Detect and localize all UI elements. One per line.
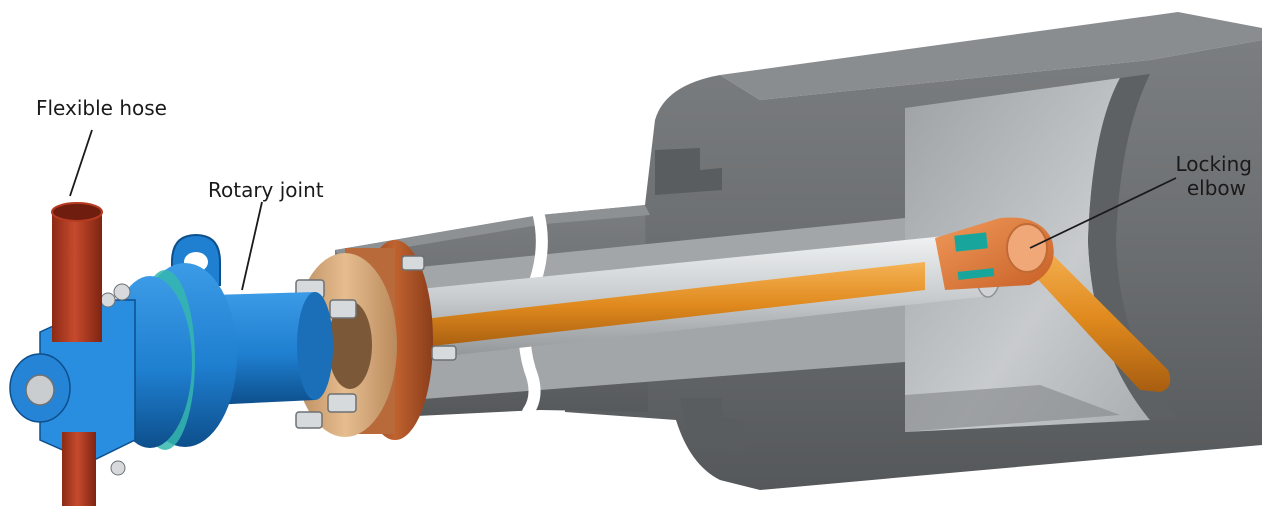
- flexible-hose: [51, 202, 103, 506]
- bolt: [431, 345, 457, 361]
- label-rotary-joint: Rotary joint: [208, 178, 324, 202]
- rotary-joint: [9, 233, 333, 476]
- elbow-seal-top: [954, 232, 988, 252]
- leader-rotary-joint: [241, 201, 263, 291]
- elbow-leg: [1018, 244, 1171, 392]
- rotary-joint-barrel: [210, 292, 324, 405]
- bolt: [295, 411, 323, 429]
- shell-step-lower: [680, 398, 745, 450]
- bolt: [113, 283, 131, 301]
- label-locking-elbow-line1: Locking: [1175, 152, 1252, 176]
- hose-upper-opening: [51, 202, 103, 222]
- bolt: [401, 255, 425, 271]
- rotary-joint-plug: [25, 374, 55, 406]
- syphon-body: [415, 262, 925, 348]
- leader-locking-elbow: [1029, 177, 1177, 249]
- syphon-pipe: [415, 262, 925, 348]
- elbow-seal-bottom: [957, 268, 995, 280]
- hose-upper: [52, 212, 102, 342]
- shell-top-face: [720, 12, 1262, 100]
- shell-step: [655, 148, 722, 195]
- bolt: [327, 393, 357, 413]
- label-flexible-hose: Flexible hose: [36, 96, 167, 120]
- locking-elbow: [935, 217, 1171, 392]
- bolt: [110, 460, 126, 476]
- shell-cavity-shadow: [905, 385, 1120, 432]
- elbow-cap: [1006, 223, 1048, 273]
- label-locking-elbow: Locking elbow: [1168, 152, 1252, 200]
- rotary-joint-bolts: [100, 283, 131, 476]
- label-locking-elbow-line2: elbow: [1186, 176, 1246, 200]
- leader-flexible-hose: [69, 129, 93, 197]
- bolt: [100, 292, 116, 308]
- hose-lower: [62, 432, 96, 506]
- bolt: [329, 299, 357, 319]
- rotary-joint-barrel-end: [297, 292, 333, 400]
- shell-neck-top: [335, 205, 650, 258]
- tan-flange-bore: [328, 301, 372, 389]
